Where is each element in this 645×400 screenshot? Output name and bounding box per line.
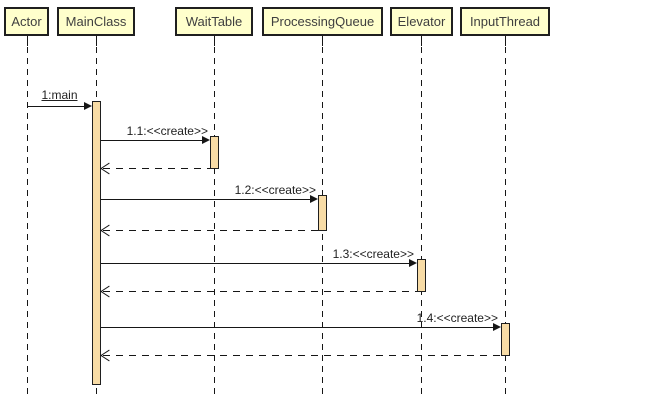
object-label-elevator: Elevator xyxy=(397,14,446,29)
arrow-shaft xyxy=(101,199,312,200)
object-box-processingqueue: ProcessingQueue xyxy=(262,7,383,36)
arrow-shaft xyxy=(103,168,210,169)
object-label-waittable: WaitTable xyxy=(185,14,243,29)
object-label-actor: Actor xyxy=(11,14,42,29)
message-arrow-main xyxy=(27,102,92,111)
message-arrow-create-1-1 xyxy=(101,136,210,145)
arrowhead-icon xyxy=(310,195,318,203)
arrow-shaft xyxy=(27,106,86,107)
message-label-create-1-3: 1.3:<<create>> xyxy=(332,247,414,261)
activation-inputthread xyxy=(501,323,510,356)
message-arrow-create-1-2 xyxy=(101,195,318,204)
lifeline-waittable xyxy=(214,36,215,397)
arrow-shaft xyxy=(101,140,204,141)
message-arrow-create-1-3 xyxy=(101,259,417,268)
activation-waittable xyxy=(210,136,219,169)
return-arrow-waittable xyxy=(101,164,210,173)
lifeline-elevator xyxy=(421,36,422,397)
return-arrow-processingqueue xyxy=(101,226,318,235)
message-label-main: 1:main xyxy=(41,88,78,102)
object-label-processingqueue: ProcessingQueue xyxy=(270,14,375,29)
object-box-actor: Actor xyxy=(4,7,49,36)
object-label-inputthread: InputThread xyxy=(469,14,541,29)
activation-processingqueue xyxy=(318,195,327,231)
open-arrowhead-icon xyxy=(101,226,111,235)
object-box-inputthread: InputThread xyxy=(460,7,550,36)
arrowhead-icon xyxy=(84,102,92,110)
return-arrow-elevator xyxy=(101,287,417,296)
activation-mainclass xyxy=(92,101,101,385)
arrow-shaft xyxy=(101,327,495,328)
lifeline-actor xyxy=(27,36,28,397)
message-label-create-1-1: 1.1:<<create>> xyxy=(126,124,208,138)
arrowhead-icon xyxy=(493,323,501,331)
message-arrow-create-1-4 xyxy=(101,323,501,332)
open-arrowhead-icon xyxy=(101,287,111,296)
lifeline-inputthread xyxy=(505,36,506,397)
message-label-create-1-2: 1.2:<<create>> xyxy=(234,183,316,197)
arrow-shaft xyxy=(103,355,501,356)
arrow-shaft xyxy=(103,291,417,292)
arrow-shaft xyxy=(101,263,411,264)
arrow-shaft xyxy=(103,230,318,231)
open-arrowhead-icon xyxy=(101,351,111,360)
arrowhead-icon xyxy=(202,136,210,144)
message-label-create-1-4: 1.4:<<create>> xyxy=(416,311,498,325)
arrowhead-icon xyxy=(409,259,417,267)
object-label-mainclass: MainClass xyxy=(65,14,127,29)
return-arrow-inputthread xyxy=(101,351,501,360)
open-arrowhead-icon xyxy=(101,164,111,173)
object-box-elevator: Elevator xyxy=(390,7,453,36)
activation-elevator xyxy=(417,259,426,292)
object-box-waittable: WaitTable xyxy=(175,7,253,36)
object-box-mainclass: MainClass xyxy=(57,7,135,36)
